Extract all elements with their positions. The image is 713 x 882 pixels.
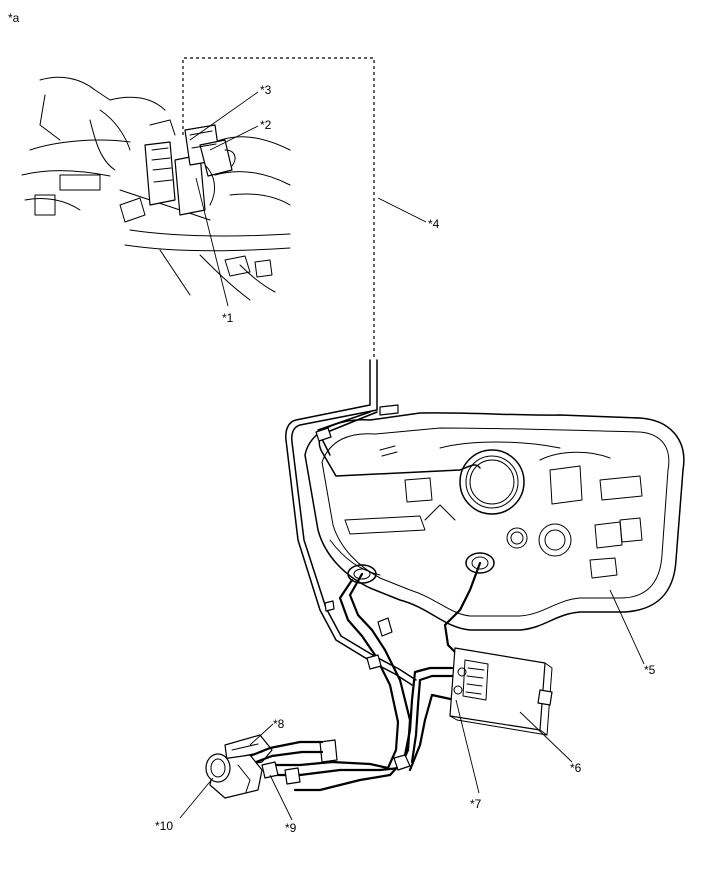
callout-6: *6 <box>570 761 582 775</box>
callout-3: *3 <box>260 83 272 97</box>
fuel-tank <box>304 412 685 631</box>
callout-7: *7 <box>470 797 482 811</box>
filler-neck-assembly <box>205 734 324 799</box>
callout-9: *9 <box>285 821 297 835</box>
callout-1: *1 <box>222 311 234 325</box>
callout-2: *2 <box>260 118 272 132</box>
pipes <box>266 359 482 792</box>
callout-5: *5 <box>644 663 656 677</box>
callout-4: *4 <box>428 217 440 231</box>
callout-10: *10 <box>155 819 174 833</box>
view-label: *a <box>8 11 20 25</box>
charcoal-canister <box>449 647 553 736</box>
detail-view-engine-bay <box>21 76 291 301</box>
callout-8: *8 <box>273 717 285 731</box>
leader-lines <box>179 91 645 821</box>
detail-frame-dotted <box>182 57 375 360</box>
